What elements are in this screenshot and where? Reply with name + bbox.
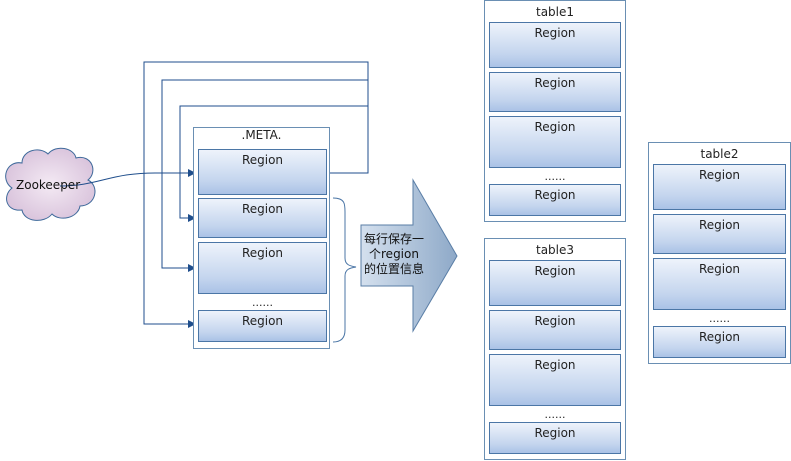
table2-title: table2: [700, 147, 739, 161]
table1-ellipsis: ......: [544, 170, 566, 183]
block-arrow: [360, 178, 458, 333]
zookeeper-connector: [59, 169, 196, 187]
table3-ellipsis: ......: [544, 408, 566, 421]
table3-region[interactable]: Region: [489, 310, 621, 350]
meta-region[interactable]: Region: [198, 198, 327, 238]
table1-region[interactable]: Region: [489, 72, 621, 112]
meta-ellipsis: ......: [252, 296, 273, 309]
meta-region[interactable]: Region: [198, 242, 327, 294]
zookeeper-cloud: [5, 147, 96, 221]
table1-region[interactable]: Region: [489, 22, 621, 68]
table1-region-last[interactable]: Region: [489, 184, 621, 216]
table2-region[interactable]: Region: [653, 164, 786, 210]
arrow-label: 每行保存一个region的位置信息: [364, 232, 425, 276]
meta-loop-lines: [143, 61, 369, 328]
table2-region[interactable]: Region: [653, 214, 786, 254]
table3-region[interactable]: Region: [489, 354, 621, 406]
table1-title: table1: [535, 5, 575, 19]
table3-region-last[interactable]: Region: [489, 422, 621, 454]
zookeeper-label: Zookeeper: [16, 178, 81, 192]
table3-title: table3: [535, 243, 575, 257]
table2-ellipsis: ......: [709, 312, 730, 325]
meta-title: .META.: [241, 128, 282, 142]
meta-brace: [332, 197, 357, 343]
table1-region[interactable]: Region: [489, 116, 621, 168]
table2-region-last[interactable]: Region: [653, 326, 786, 358]
meta-region-last[interactable]: Region: [198, 310, 327, 342]
table2-region[interactable]: Region: [653, 258, 786, 310]
table3-region[interactable]: Region: [489, 260, 621, 306]
meta-region[interactable]: Region: [198, 149, 327, 195]
